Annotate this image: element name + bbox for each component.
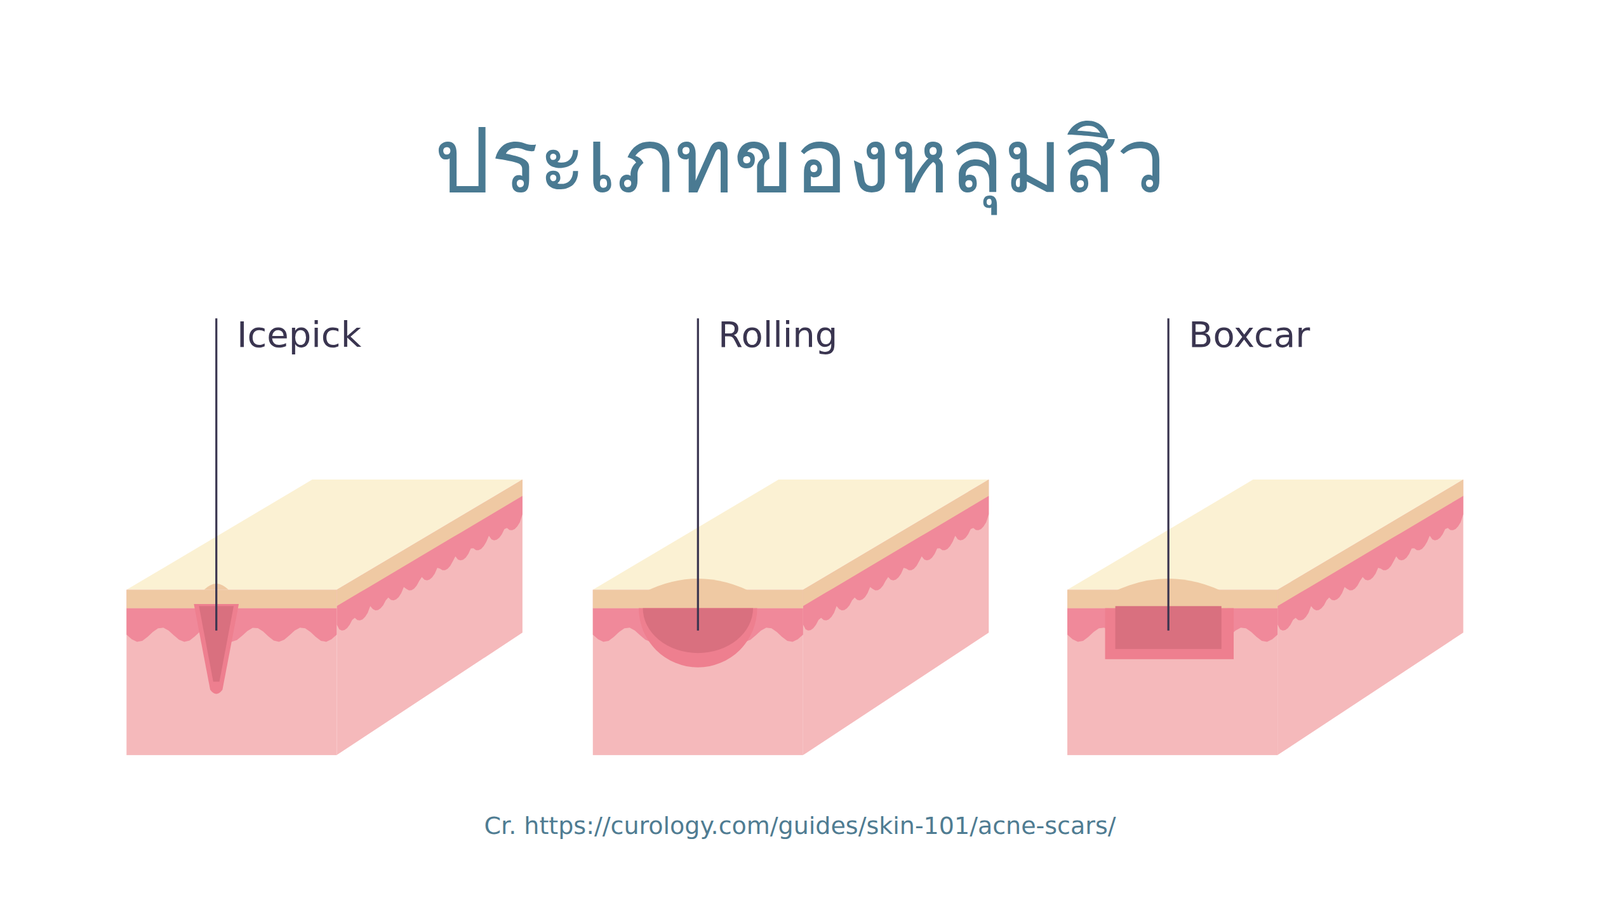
scar-type-label: Rolling xyxy=(718,313,838,356)
dermis-band-side xyxy=(803,495,990,631)
scar-type-label: Boxcar xyxy=(1188,313,1310,356)
dermis-side xyxy=(336,479,523,755)
skin-block xyxy=(593,318,990,755)
leader-line xyxy=(1167,318,1170,631)
dermis-band-side xyxy=(1277,495,1464,631)
leader-line xyxy=(697,318,700,631)
epidermis-side xyxy=(336,479,523,608)
leader-line xyxy=(215,318,218,631)
dermis-side xyxy=(1277,479,1464,755)
dermis-front xyxy=(126,589,337,755)
source-credit: Cr. https://curology.com/guides/skin-101… xyxy=(0,811,1600,841)
epidermis-side xyxy=(1277,479,1464,608)
epidermis-side xyxy=(803,479,990,608)
dermis-front xyxy=(1067,589,1278,755)
dermis-band-side xyxy=(336,495,523,631)
slide-title: ประเภทของหลุมสิว xyxy=(0,107,1600,215)
dermis-side xyxy=(803,479,990,755)
scar-type-label: Icepick xyxy=(236,313,362,356)
skin-block xyxy=(126,318,523,755)
skin-block xyxy=(1067,318,1464,755)
